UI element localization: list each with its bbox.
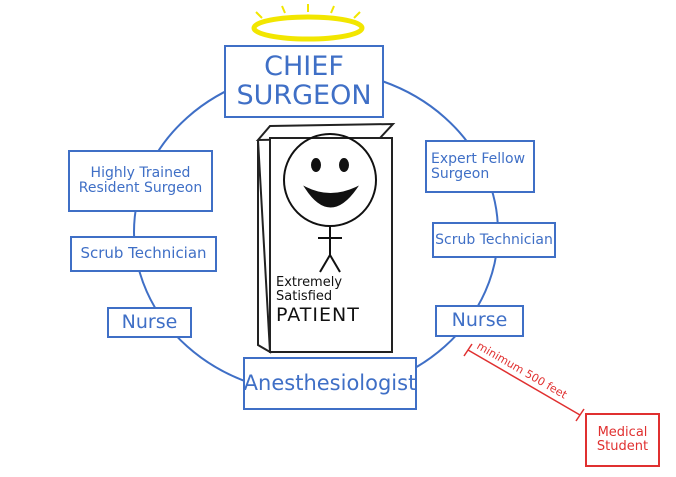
nurse-right-box: Nurse xyxy=(435,305,524,337)
patient-box xyxy=(255,122,396,354)
student-line1: Medical xyxy=(597,425,648,441)
fellow-surgeon-box: Expert Fellow Surgeon xyxy=(425,140,535,193)
distance-line xyxy=(463,343,585,422)
fellow-line1: Expert Fellow xyxy=(431,150,526,167)
student-line2: Student xyxy=(596,439,649,454)
anesthesiologist-box: Anesthesiologist xyxy=(243,357,417,410)
nurse-right-label: Nurse xyxy=(451,309,508,332)
scrub-tech-left-label: Scrub Technician xyxy=(80,244,207,263)
chief-label: CHIEF xyxy=(264,51,344,83)
anesthesiologist-label: Anesthesiologist xyxy=(243,371,417,396)
nurse-left-box: Nurse xyxy=(107,307,192,338)
nurse-left-label: Nurse xyxy=(121,310,178,333)
resident-surgeon-box: Highly Trained Resident Surgeon xyxy=(68,150,213,212)
patient-line1: Extremely xyxy=(276,275,343,290)
scrub-tech-right-box: Scrub Technician xyxy=(432,222,556,258)
chief-surgeon-box: CHIEF SURGEON xyxy=(224,45,384,118)
stick-figure xyxy=(283,133,377,273)
fellow-line2: Surgeon xyxy=(431,165,490,182)
surgeon-label: SURGEON xyxy=(236,79,372,111)
scrub-tech-left-box: Scrub Technician xyxy=(70,236,217,272)
medical-student-box: Medical Student xyxy=(585,413,660,467)
patient-line2: Satisfied xyxy=(276,289,333,305)
resident-line2: Resident Surgeon xyxy=(78,180,203,196)
resident-line1: Highly Trained xyxy=(90,165,191,182)
scrub-tech-right-label: Scrub Technician xyxy=(435,231,553,248)
patient-line3: PATIENT xyxy=(276,303,360,326)
halo-rays xyxy=(255,4,361,19)
distance-label: minimum 500 feet xyxy=(475,339,570,402)
halo xyxy=(251,14,365,42)
patient-label: Extremely Satisfied PATIENT xyxy=(276,275,360,326)
